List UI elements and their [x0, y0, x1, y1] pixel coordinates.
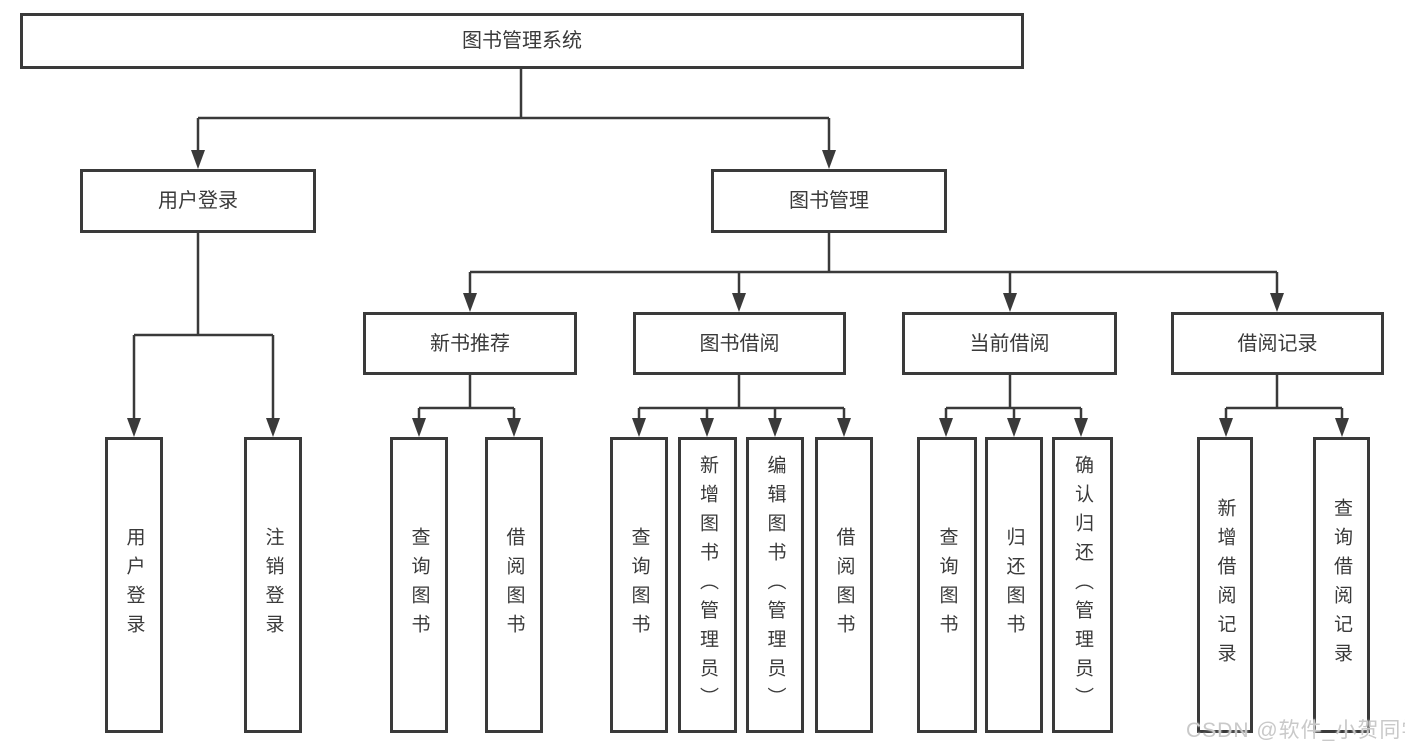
node-user-login: 用户登录 — [80, 169, 316, 233]
node-leaf-query-books-3: 查询图书 — [917, 437, 977, 733]
node-leaf-borrow-books-2: 借阅图书 — [815, 437, 873, 733]
node-leaf-borrow-books-1: 借阅图书 — [485, 437, 543, 733]
node-borrow-records: 借阅记录 — [1171, 312, 1384, 375]
node-leaf-user-login: 用户登录 — [105, 437, 163, 733]
node-leaf-add-borrow-record: 新增借阅记录 — [1197, 437, 1253, 733]
node-leaf-query-books-1: 查询图书 — [390, 437, 448, 733]
csdn-watermark: CSDN @软件_小贺同学 — [1186, 719, 1405, 742]
node-root: 图书管理系统 — [20, 13, 1024, 69]
node-leaf-logout: 注销登录 — [244, 437, 302, 733]
node-book-management: 图书管理 — [711, 169, 947, 233]
node-leaf-return-books: 归还图书 — [985, 437, 1043, 733]
node-leaf-query-books-2: 查询图书 — [610, 437, 668, 733]
node-current-borrow: 当前借阅 — [902, 312, 1117, 375]
node-leaf-add-book-admin: 新增图书（管理员） — [678, 437, 737, 733]
node-leaf-edit-book-admin: 编辑图书（管理员） — [746, 437, 804, 733]
node-leaf-query-borrow-record: 查询借阅记录 — [1313, 437, 1370, 733]
node-new-book-recommend: 新书推荐 — [363, 312, 577, 375]
node-leaf-confirm-return-admin: 确认归还（管理员） — [1052, 437, 1113, 733]
node-book-borrow: 图书借阅 — [633, 312, 846, 375]
